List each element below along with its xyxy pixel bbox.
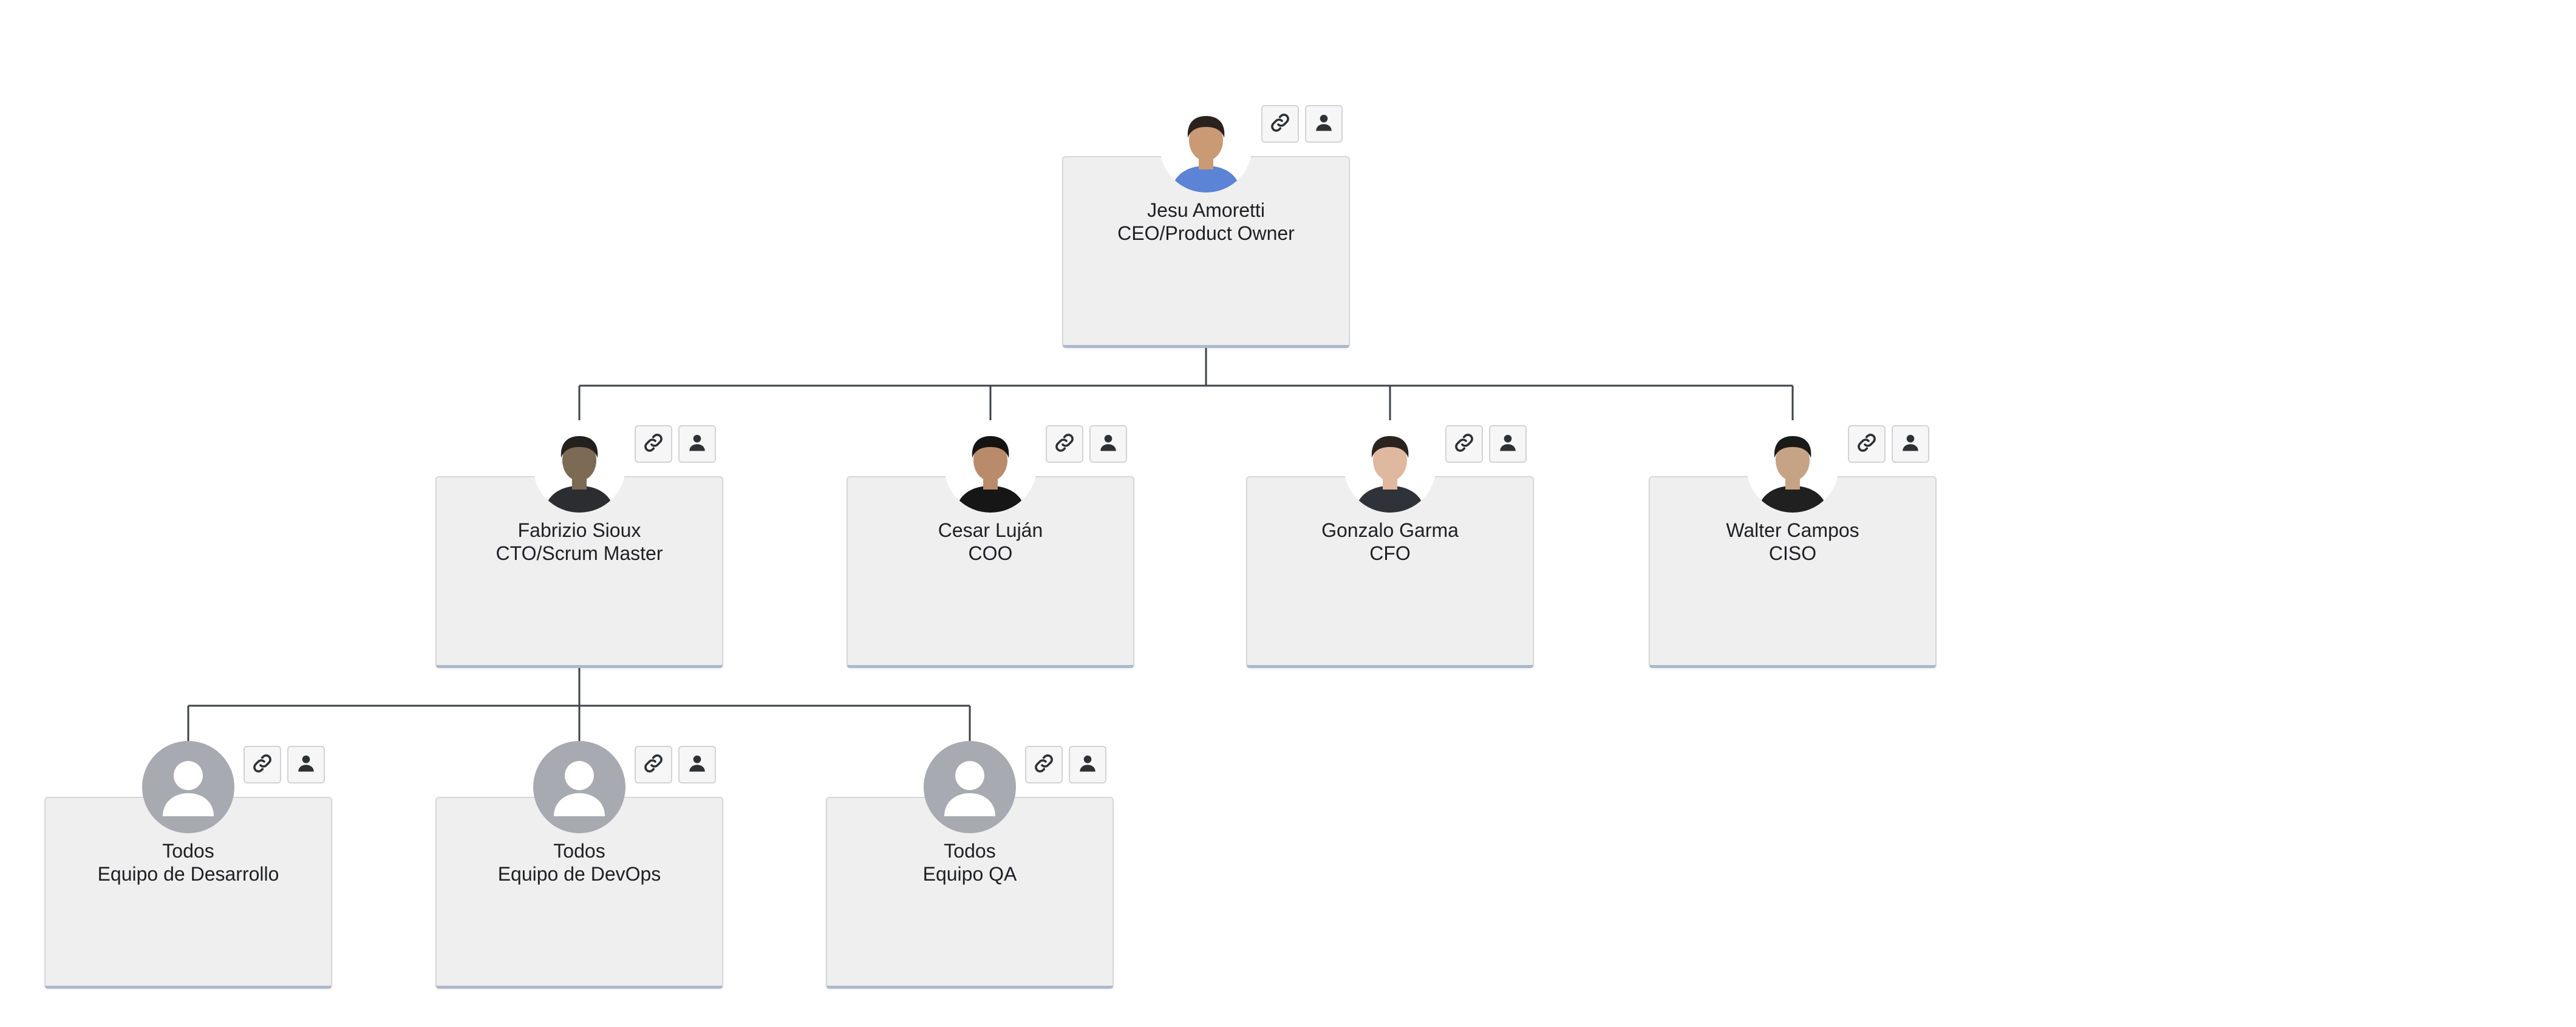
node-text: Fabrizio Sioux CTO/Scrum Master <box>441 519 717 565</box>
link-icon <box>642 752 664 777</box>
person-icon <box>1497 432 1519 457</box>
node-title: CFO <box>1369 542 1411 564</box>
node-name: Walter Campos <box>1726 519 1859 541</box>
node-text: Jesu Amoretti CEO/Product Owner <box>1068 199 1344 245</box>
link-button[interactable] <box>635 425 672 463</box>
person-icon <box>686 432 708 457</box>
link-button[interactable] <box>1025 746 1063 783</box>
node-title: CISO <box>1768 542 1817 564</box>
avatar <box>924 741 1016 833</box>
profile-button[interactable] <box>1305 105 1343 143</box>
node-text: Cesar Luján COO <box>853 519 1128 565</box>
node-text: Gonzalo Garma CFO <box>1252 519 1528 565</box>
person-icon <box>295 752 317 777</box>
link-button[interactable] <box>635 746 672 783</box>
node-card[interactable] <box>44 797 332 989</box>
profile-button[interactable] <box>1892 425 1929 463</box>
avatar <box>142 741 234 833</box>
node-title: CEO/Product Owner <box>1117 222 1295 244</box>
link-icon <box>251 752 273 777</box>
link-button[interactable] <box>1445 425 1483 463</box>
person-icon <box>1900 432 1921 457</box>
link-icon <box>1033 752 1055 777</box>
node-text: Todos Equipo de DevOps <box>441 839 717 885</box>
node-title: COO <box>968 542 1013 564</box>
link-icon <box>1054 432 1075 457</box>
person-icon <box>1313 112 1335 137</box>
profile-button[interactable] <box>678 425 716 463</box>
avatar <box>1160 100 1252 193</box>
profile-button[interactable] <box>1089 425 1127 463</box>
person-icon <box>686 752 708 777</box>
node-name: Cesar Luján <box>938 519 1043 541</box>
node-name: Jesu Amoretti <box>1147 199 1265 221</box>
person-icon <box>1077 752 1099 777</box>
link-icon <box>642 432 664 457</box>
avatar <box>533 741 625 833</box>
node-name: Todos <box>553 840 605 862</box>
node-text: Todos Equipo QA <box>832 839 1108 885</box>
node-text: Walter Campos CISO <box>1655 519 1930 565</box>
node-title: Equipo QA <box>922 863 1017 885</box>
node-text: Todos Equipo de Desarrollo <box>50 839 326 885</box>
link-icon <box>1269 112 1291 137</box>
profile-button[interactable] <box>1489 425 1527 463</box>
link-button[interactable] <box>1261 105 1299 143</box>
node-name: Fabrizio Sioux <box>517 519 641 541</box>
link-icon <box>1856 432 1878 457</box>
node-title: CTO/Scrum Master <box>496 542 663 564</box>
avatar <box>944 420 1037 513</box>
link-icon <box>1453 432 1475 457</box>
node-name: Gonzalo Garma <box>1321 519 1459 541</box>
avatar <box>1344 420 1436 513</box>
link-button[interactable] <box>244 746 281 783</box>
profile-button[interactable] <box>1069 746 1106 783</box>
profile-button[interactable] <box>678 746 716 783</box>
avatar <box>1746 420 1839 513</box>
node-title: Equipo de DevOps <box>497 863 661 885</box>
node-title: Equipo de Desarrollo <box>97 863 279 885</box>
avatar <box>533 420 625 513</box>
profile-button[interactable] <box>287 746 325 783</box>
node-name: Todos <box>944 840 996 862</box>
node-name: Todos <box>162 840 214 862</box>
person-icon <box>1097 432 1119 457</box>
link-button[interactable] <box>1046 425 1083 463</box>
link-button[interactable] <box>1848 425 1886 463</box>
